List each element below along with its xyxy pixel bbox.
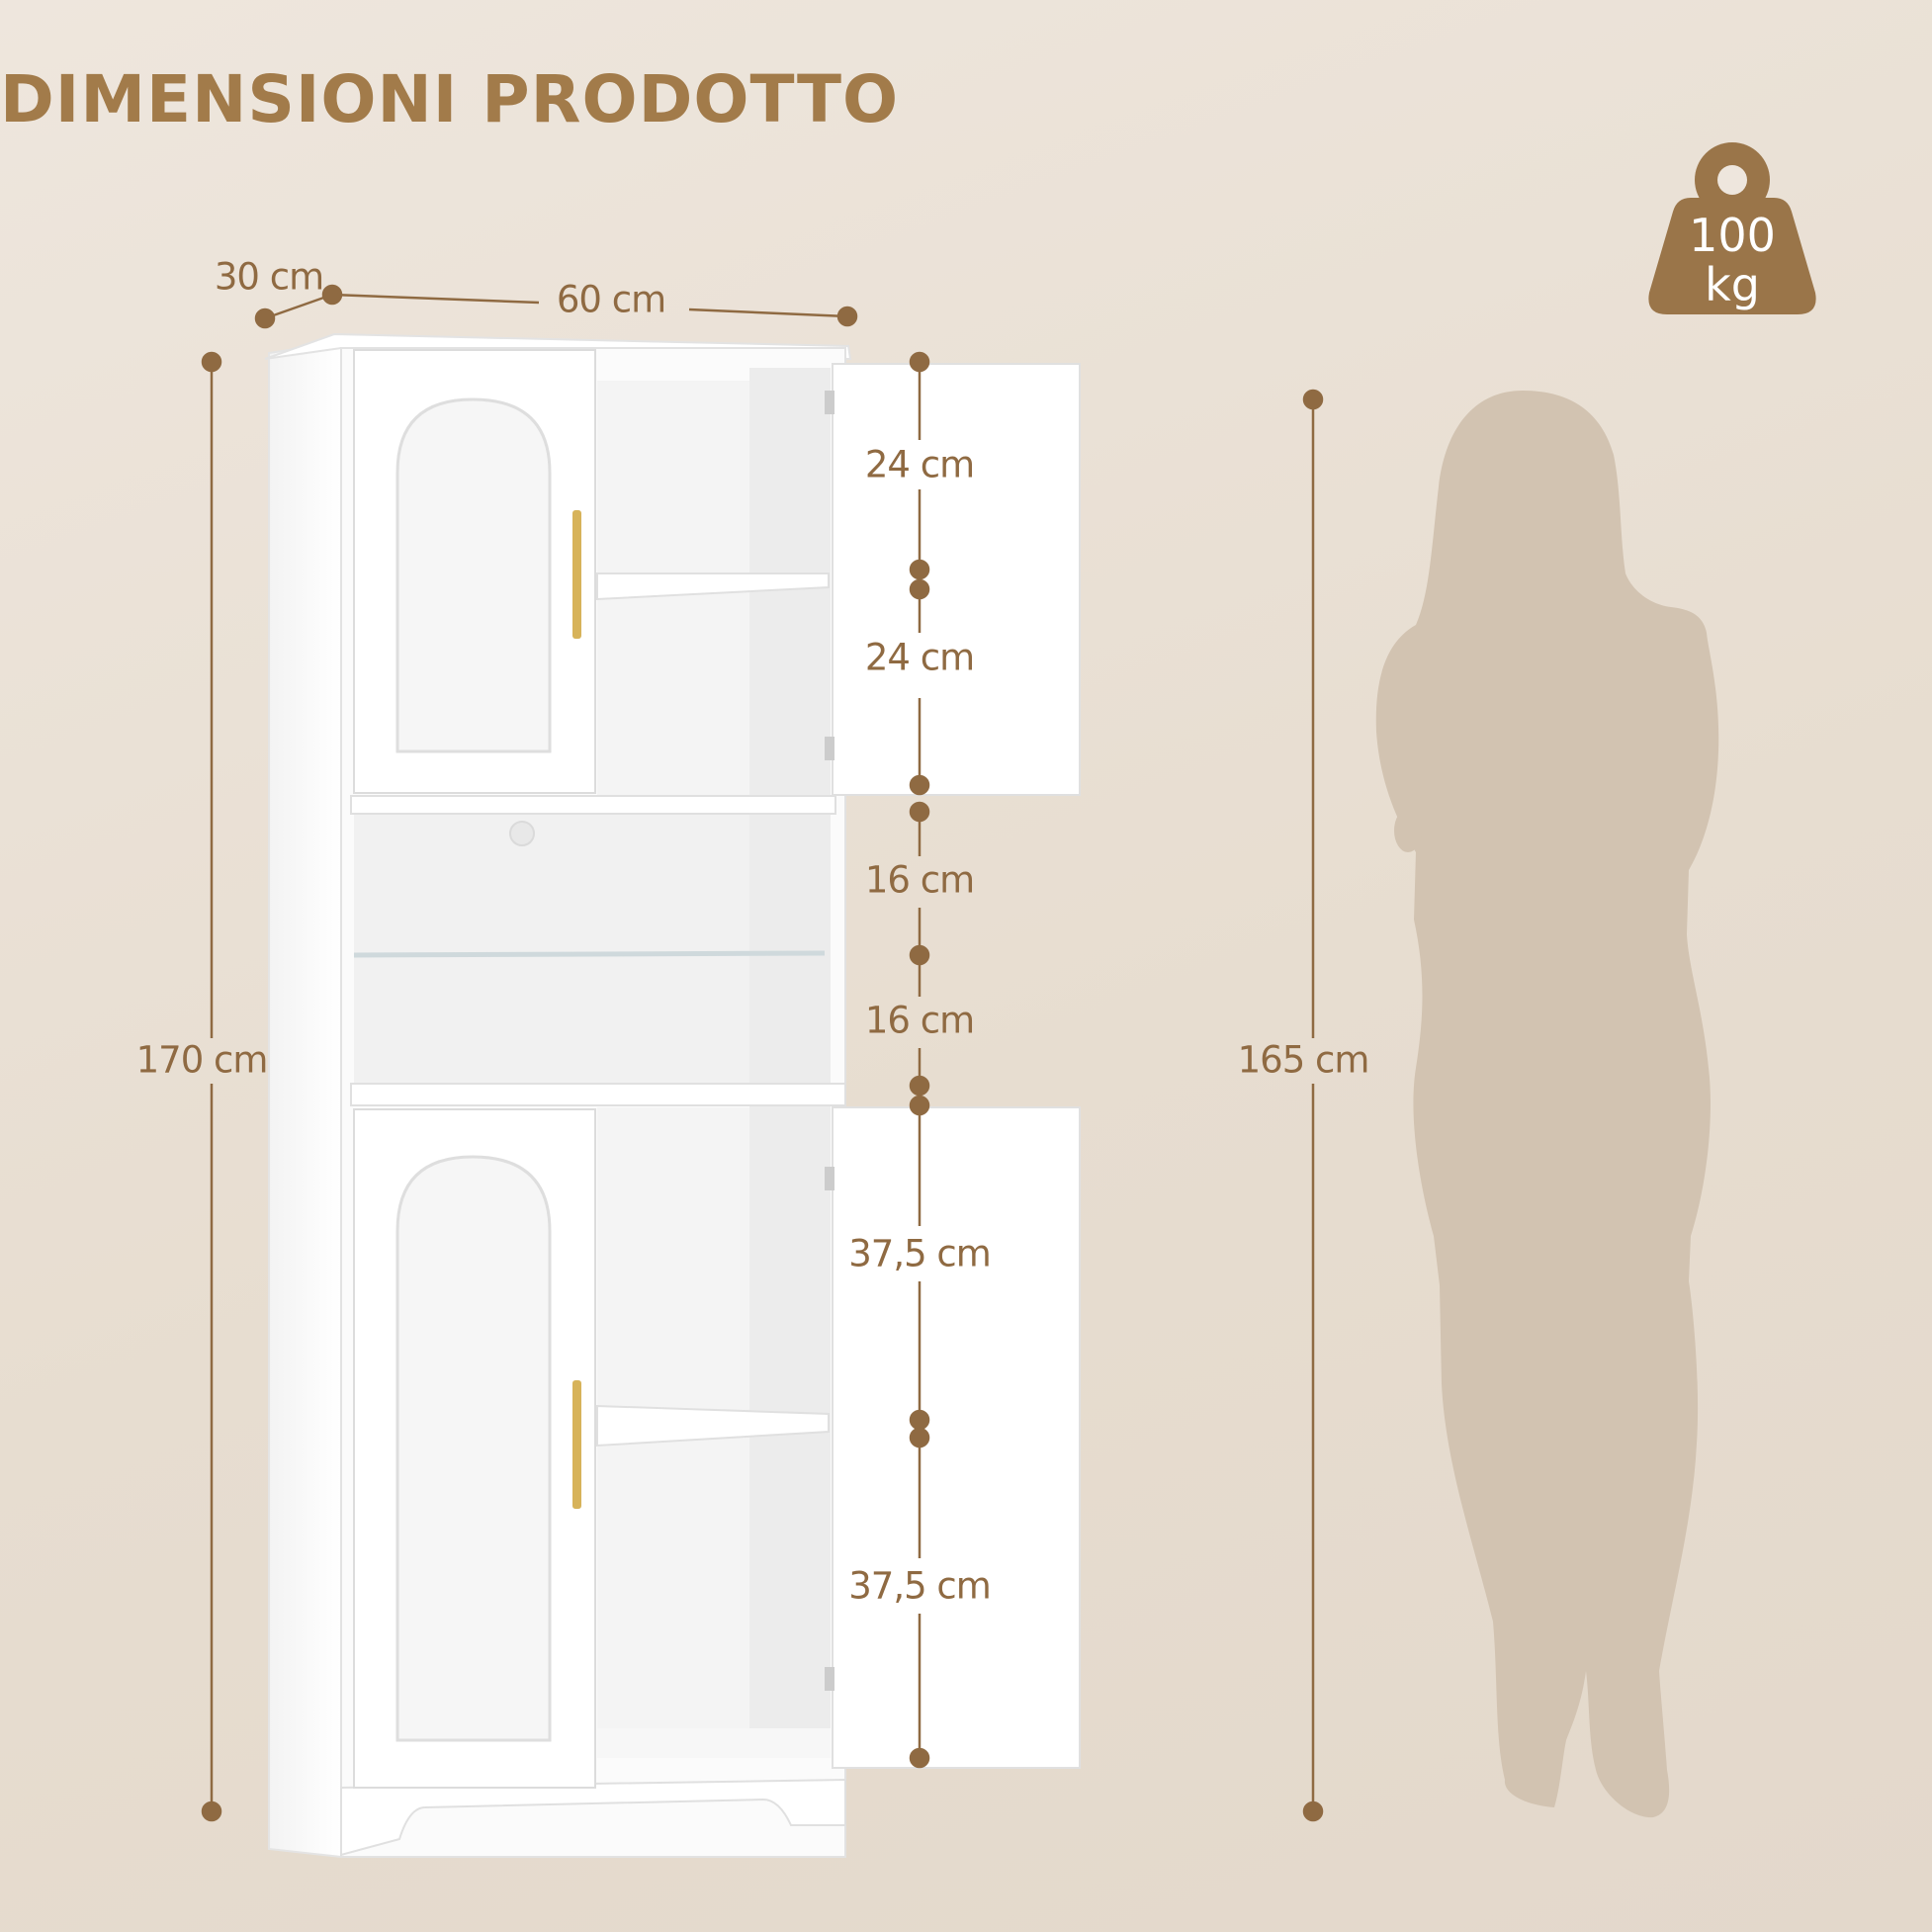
depth-label: 30 cm — [214, 255, 324, 299]
person-height-label: 165 cm — [1237, 1038, 1370, 1082]
upper-compartment-1-label: 24 cm — [864, 443, 975, 486]
total-height-label: 170 cm — [135, 1038, 269, 1082]
lower-compartment-2-label: 37,5 cm — [848, 1564, 992, 1608]
width-label: 60 cm — [556, 278, 666, 321]
weight-icon — [1648, 142, 1816, 314]
weight-value: 100 — [1689, 209, 1776, 262]
middle-compartment-1-label: 16 cm — [864, 858, 975, 902]
cabinet — [264, 332, 1081, 1859]
lower-compartment-1-label: 37,5 cm — [848, 1232, 992, 1275]
dimension-lines — [201, 284, 1324, 1822]
weight-unit: kg — [1705, 258, 1760, 311]
person-silhouette — [1375, 391, 1719, 1818]
upper-compartment-2-label: 24 cm — [864, 636, 975, 679]
page-title: DIMENSIONI PRODOTTO — [0, 61, 900, 137]
middle-compartment-2-label: 16 cm — [864, 999, 975, 1042]
